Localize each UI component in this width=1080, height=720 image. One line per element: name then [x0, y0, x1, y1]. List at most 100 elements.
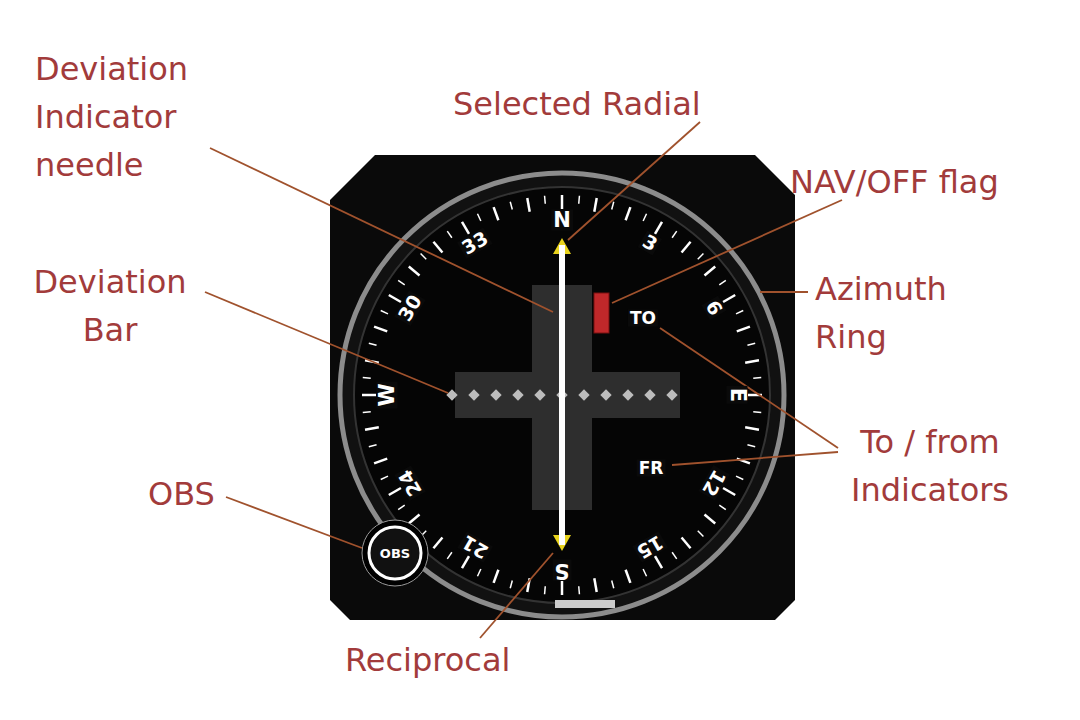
tick-mark [698, 254, 704, 260]
leader-line [760, 291, 808, 293]
leader-line [210, 148, 553, 312]
tick-mark [389, 295, 401, 302]
callout-label: Deviation Bar [5, 258, 215, 354]
tick-mark [672, 552, 677, 559]
leader-line [480, 553, 553, 638]
tick-mark [398, 280, 405, 285]
nav-flag [594, 293, 609, 333]
tick-mark [643, 214, 646, 221]
callout-label: OBS [148, 470, 215, 518]
tick-mark [682, 242, 691, 253]
compass-cardinal: E [727, 386, 748, 404]
to-indicator: TO [628, 310, 658, 327]
name-plate [555, 600, 615, 608]
tick-mark [594, 198, 596, 212]
tick-mark [510, 580, 512, 588]
tick-mark [723, 488, 735, 495]
compass-number: 12 [698, 465, 730, 501]
compass-number: 30 [395, 290, 427, 326]
deviation-dot [490, 389, 501, 400]
deviation-dot [468, 389, 479, 400]
deviation-dot [534, 389, 545, 400]
tick-mark [578, 196, 580, 204]
deviation-dot [666, 389, 677, 400]
tick-mark [626, 570, 631, 583]
compass-cardinal: N [551, 210, 573, 231]
obs-knob [369, 527, 421, 579]
tick-mark [698, 531, 704, 537]
tick-mark [447, 552, 452, 559]
tick-mark [736, 310, 743, 313]
tick-mark [462, 222, 469, 234]
obs-knob-outer [362, 520, 428, 586]
tick-mark [672, 231, 677, 238]
dial-face [354, 187, 770, 603]
tick-mark [369, 343, 377, 345]
compass-number: 24 [395, 465, 427, 501]
azimuth-ticks [362, 195, 762, 595]
deviation-dot [622, 389, 633, 400]
tick-mark [745, 360, 759, 362]
compass-number: 33 [457, 228, 493, 260]
leader-line [568, 122, 700, 240]
tick-mark [594, 578, 596, 592]
tick-mark [719, 280, 726, 285]
compass-cardinal: S [552, 560, 571, 581]
deviation-needle [559, 245, 565, 545]
tick-mark [527, 198, 529, 212]
tick-mark [362, 394, 376, 397]
callout-label: Reciprocal [345, 636, 510, 684]
tick-mark [381, 310, 388, 313]
leader-line [660, 328, 838, 448]
deviation-dot [512, 389, 523, 400]
tick-mark [409, 266, 420, 275]
tick-mark [612, 202, 614, 210]
tick-mark [389, 488, 401, 495]
leader-line [612, 200, 842, 303]
tick-mark [655, 556, 662, 568]
tick-mark [433, 242, 442, 253]
tick-mark [745, 427, 759, 429]
tick-mark [477, 214, 480, 221]
deviation-dot [446, 389, 457, 400]
tick-mark [462, 556, 469, 568]
tick-mark [561, 195, 564, 209]
tick-mark [747, 343, 755, 345]
tick-mark [544, 586, 546, 594]
tick-mark [643, 569, 646, 576]
leader-lines [205, 122, 842, 638]
tick-mark [612, 580, 614, 588]
deviation-dot [644, 389, 655, 400]
tick-mark [544, 196, 546, 204]
tick-mark [753, 411, 761, 413]
tick-mark [736, 476, 743, 479]
callout-label: NAV/OFF flag [790, 158, 999, 206]
tick-mark [421, 254, 427, 260]
callout-label: Deviation Indicator needle [35, 45, 235, 189]
tick-mark [753, 377, 761, 379]
tick-mark [374, 459, 387, 464]
callout-label: Selected Radial [453, 80, 701, 128]
tick-mark [398, 505, 405, 510]
tick-mark [561, 581, 564, 595]
tick-mark [682, 537, 691, 548]
tick-mark [363, 377, 371, 379]
tick-mark [737, 327, 750, 332]
tick-mark [381, 476, 388, 479]
tick-mark [365, 427, 379, 429]
tick-mark [369, 445, 377, 447]
tick-mark [723, 295, 735, 302]
tick-mark [655, 222, 662, 234]
leader-line [226, 497, 362, 548]
bezel-ring [340, 173, 784, 617]
callout-label: To / from Indicators [820, 418, 1040, 514]
compass-cardinal: W [377, 381, 398, 408]
tick-mark [374, 327, 387, 332]
tick-mark [494, 570, 499, 583]
from-indicator: FR [637, 460, 666, 477]
tick-mark [409, 515, 420, 524]
callout-label: Azimuth Ring [815, 265, 995, 361]
tick-mark [747, 445, 755, 447]
tick-mark [704, 515, 715, 524]
